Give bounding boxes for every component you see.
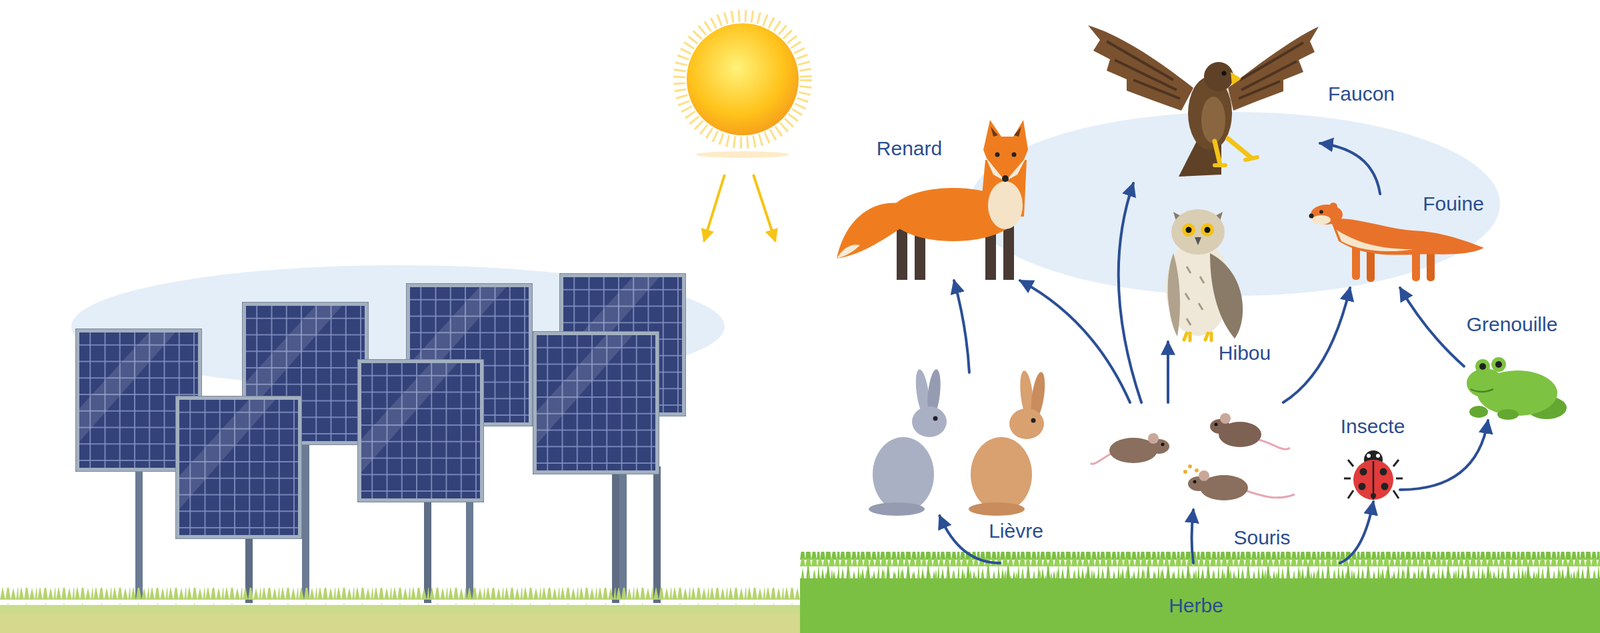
feeding-arrow xyxy=(1320,143,1380,194)
feeding-arrow xyxy=(1400,288,1464,367)
predator-region xyxy=(969,112,1500,296)
ladybug xyxy=(1344,450,1403,500)
animal-label: Herbe xyxy=(1168,594,1224,618)
hares xyxy=(868,368,1048,516)
food-web-node: Renard xyxy=(834,117,1033,281)
mice xyxy=(1090,413,1295,501)
animal-label: Insecte xyxy=(1340,415,1406,439)
ground xyxy=(0,552,1600,633)
animal-label: Fouine xyxy=(1422,192,1484,216)
feeding-arrow xyxy=(1400,420,1488,490)
feeding-arrow xyxy=(1192,510,1194,564)
feeding-arrow xyxy=(1283,288,1350,403)
fox xyxy=(836,120,1028,280)
feeding-arrow xyxy=(1166,342,1170,403)
food-web-node: Insecte xyxy=(1346,448,1400,502)
food-web-node: Hibou xyxy=(1153,204,1243,342)
animal-label: Lièvre xyxy=(988,520,1044,544)
food-web-node: Lièvre xyxy=(862,372,1056,516)
feeding-arrow xyxy=(1118,183,1142,403)
food-web-node: Fouine xyxy=(1309,194,1490,288)
stone-marten xyxy=(1309,202,1485,282)
food-web-node: Faucon xyxy=(1086,20,1320,184)
food-web-node: Herbe xyxy=(800,563,1600,633)
feeding-arrow xyxy=(954,280,970,373)
animal-label: Grenouille xyxy=(1466,313,1558,337)
frog xyxy=(1466,357,1567,420)
food-web-node: Grenouille xyxy=(1464,352,1564,421)
animal-label: Hibou xyxy=(1218,342,1271,366)
feeding-arrow xyxy=(1020,280,1130,403)
solar-panels xyxy=(75,273,686,604)
animal-label: Souris xyxy=(1233,526,1290,550)
feeding-arrow xyxy=(1340,502,1374,564)
animal-label: Renard xyxy=(876,137,942,161)
food-web-node: Souris xyxy=(1086,402,1298,510)
owl xyxy=(1166,209,1243,341)
animal-label: Faucon xyxy=(1328,82,1395,106)
sun xyxy=(679,16,806,242)
hawk xyxy=(1088,25,1319,177)
